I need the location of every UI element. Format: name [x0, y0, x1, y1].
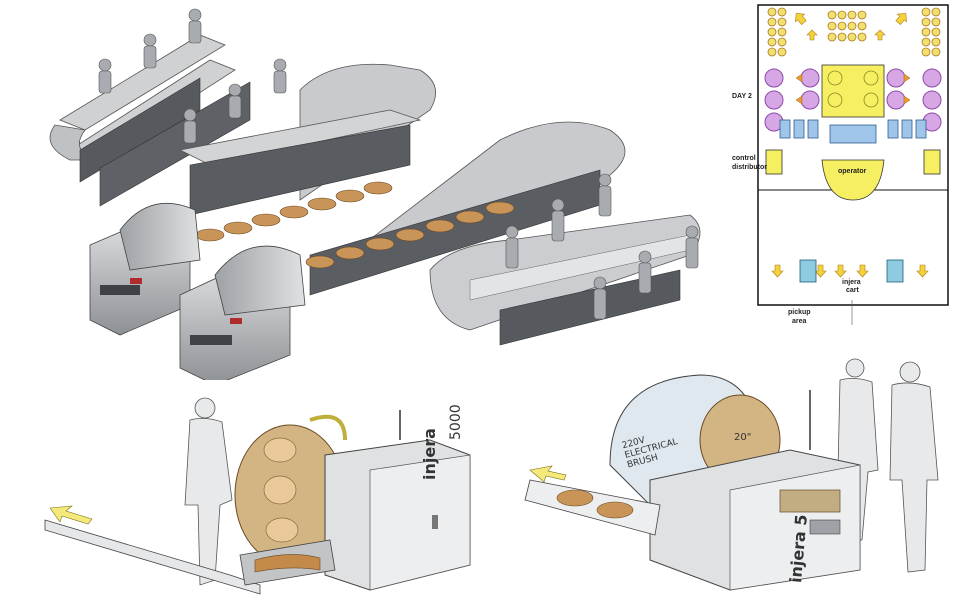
plan-cart-label-1: injera: [842, 279, 861, 286]
model-number-right: 5: [791, 513, 811, 527]
rotation-arrow: [309, 414, 347, 441]
mixers-purple: [764, 68, 942, 132]
conveyor-loop-upper-left: [49, 34, 251, 207]
injera-carts: [799, 259, 904, 283]
injera-machine-1: [89, 203, 201, 336]
worker: [685, 225, 699, 269]
flow-arrows-orange: [795, 73, 911, 105]
control-panel: [809, 519, 841, 535]
worker: [593, 276, 607, 320]
brand-name: injera: [420, 428, 439, 480]
worker: [188, 8, 202, 44]
worker: [638, 250, 652, 294]
central-circles: [827, 70, 879, 108]
dough-storage-center: [827, 10, 867, 42]
conveyor-arrow-right: [529, 465, 567, 483]
conveyor-loop-lower: [305, 121, 626, 296]
plan-cart-label-2: cart: [846, 287, 859, 294]
isometric-production-line: [0, 0, 730, 380]
output-injera: [556, 489, 634, 519]
worker: [143, 33, 157, 69]
worker: [228, 83, 242, 119]
control-box-right: [923, 149, 941, 175]
plan-pickup-label-2: area: [792, 318, 807, 325]
person-figure: [184, 397, 233, 586]
machine-handle: [432, 515, 438, 529]
worker: [273, 58, 287, 94]
worker: [183, 108, 197, 144]
output-conveyor-right: [524, 479, 661, 536]
worker: [598, 173, 612, 217]
model-number: 5000: [448, 404, 464, 440]
floor-plan-drawing: [757, 4, 949, 325]
worker: [505, 225, 519, 269]
machines-blue: [779, 119, 927, 144]
injera-machine-2: [179, 245, 306, 380]
sketch-right-drawing: [524, 358, 939, 591]
worker-figures: [98, 8, 699, 320]
sketch-injera-5: 220V ELECTRICAL BRUSH 20" injera 5: [490, 340, 980, 609]
plan-distributor-label: distributor: [732, 164, 767, 171]
size-note: 20": [734, 432, 752, 443]
injera-row-2: [305, 201, 515, 269]
model-text-left: 5000: [448, 404, 464, 440]
control-box-left: [765, 149, 783, 175]
flow-arrows-bottom: [771, 264, 929, 278]
sketch-injera-5000: injera 5000: [0, 380, 490, 609]
flow-arrows-top: [795, 13, 907, 41]
dough-storage-right: [921, 7, 941, 57]
plan-pickup-label-1: pickup: [788, 309, 811, 316]
operator-zone: [821, 159, 885, 201]
isometric-render: [49, 8, 701, 380]
conveyor-loop-center: [178, 63, 437, 242]
plan-operator-label: operator: [838, 168, 867, 175]
conveyor-loop-right: [429, 214, 701, 346]
brand-text-left: injera: [420, 428, 439, 480]
batter-tray: [779, 489, 841, 513]
conveyor-arrow: [49, 505, 93, 525]
worker: [98, 58, 112, 94]
plan-control-label: control: [732, 155, 756, 162]
injera-row-1: [195, 181, 393, 242]
sketch-left-drawing: [44, 397, 471, 595]
dough-storage-left: [767, 7, 787, 57]
plan-day-label: DAY 2: [732, 93, 752, 100]
output-conveyor: [44, 519, 261, 595]
worker: [551, 198, 565, 242]
drum-injera: [263, 437, 299, 543]
floor-plan: DAY 2 control distributor operator injer…: [730, 0, 980, 330]
